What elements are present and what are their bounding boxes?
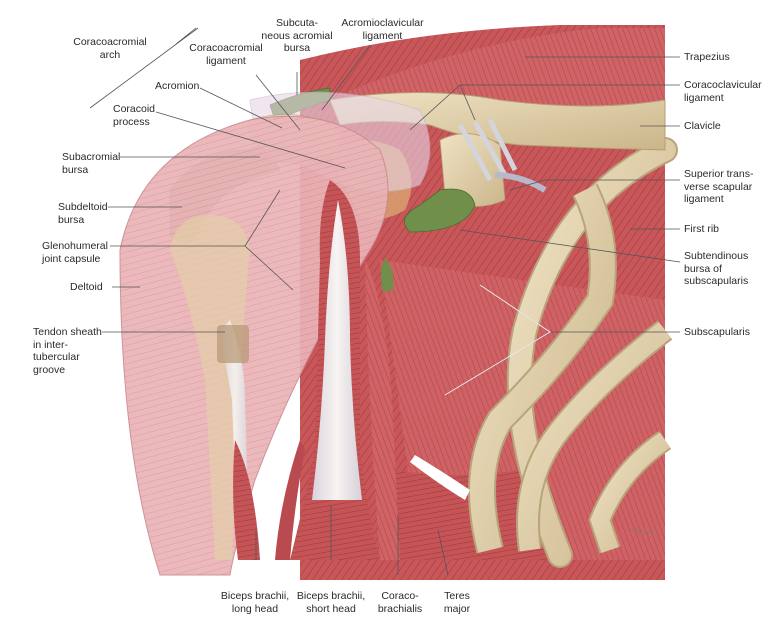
- label-trapezius: Trapezius: [684, 51, 730, 63]
- label-coracobrachialis: Coraco- brachialis: [377, 590, 423, 615]
- label-deltoid: Deltoid: [70, 281, 103, 293]
- label-superior-transverse-scapular-ligament: Superior trans- verse scapular ligament: [684, 168, 754, 205]
- biceps-and-coracobrachialis: [233, 180, 400, 560]
- callout-lines: [89, 27, 681, 576]
- label-subcutaneous-acromial-bursa: Subcuta- neous acromial bursa: [261, 17, 333, 54]
- label-acromion: Acromion: [155, 80, 200, 92]
- label-subacromial-bursa: Subacromial bursa: [62, 151, 121, 176]
- label-coracoclavicular-ligament: Coracoclavicular ligament: [684, 79, 762, 104]
- label-subtendinous-bursa: Subtendinous bursa of subscapularis: [684, 250, 749, 287]
- signature-mark: [629, 528, 657, 535]
- coracoclavicular-ligament-shape: [457, 118, 547, 193]
- label-teres-major: Teres major: [443, 590, 471, 615]
- label-clavicle: Clavicle: [684, 120, 721, 132]
- label-coracoid-process: Coracoid process: [113, 103, 156, 128]
- label-coracoacromial-ligament: Coracoacromial ligament: [189, 42, 263, 67]
- label-subscapularis: Subscapularis: [684, 326, 750, 338]
- label-acromioclavicular-ligament: Acromioclavicular ligament: [341, 17, 424, 42]
- label-coracoacromial-arch: Coracoacromial arch: [73, 36, 147, 61]
- teres-gap: [410, 455, 470, 500]
- label-glenohumeral-joint-capsule: Glenohumeral joint capsule: [42, 240, 108, 265]
- label-biceps-short-head: Biceps brachii, short head: [296, 590, 366, 615]
- label-tendon-sheath: Tendon sheath in inter- tubercular groov…: [33, 326, 102, 376]
- rib-cage: [468, 137, 678, 568]
- clavicle-shape: [329, 92, 666, 151]
- label-biceps-long-head: Biceps brachii, long head: [220, 590, 290, 615]
- label-first-rib: First rib: [684, 223, 719, 235]
- label-subdeltoid-bursa: Subdeltoid bursa: [58, 201, 108, 226]
